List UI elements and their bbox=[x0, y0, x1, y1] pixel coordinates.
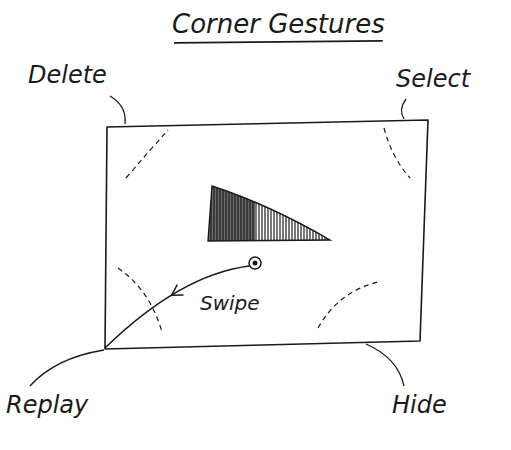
corner-zone bbox=[318, 282, 378, 328]
corner-label: Delete bbox=[28, 62, 107, 90]
touch-point bbox=[253, 261, 258, 266]
corner-zone bbox=[126, 130, 168, 178]
leader-line bbox=[401, 99, 406, 119]
corner-zone bbox=[384, 128, 410, 178]
triangle-hatching bbox=[205, 180, 335, 245]
leader-line bbox=[366, 344, 404, 386]
sketch-title: Corner Gestures bbox=[172, 10, 385, 40]
leader-line bbox=[30, 350, 104, 386]
hatched-triangle bbox=[205, 180, 335, 245]
corner-label: Replay bbox=[6, 392, 88, 420]
corner-label: Select bbox=[396, 66, 470, 94]
corner-zone bbox=[118, 268, 162, 332]
triangle-outline bbox=[208, 186, 330, 241]
touch-point bbox=[249, 257, 261, 269]
leader-line bbox=[110, 96, 125, 124]
swipe-arrowhead bbox=[172, 285, 184, 296]
corner-label: Hide bbox=[392, 392, 447, 420]
screen-outline bbox=[105, 120, 428, 349]
gesture-label: Swipe bbox=[200, 292, 260, 315]
triangle-hatching bbox=[205, 180, 255, 245]
title-underline bbox=[174, 41, 383, 43]
